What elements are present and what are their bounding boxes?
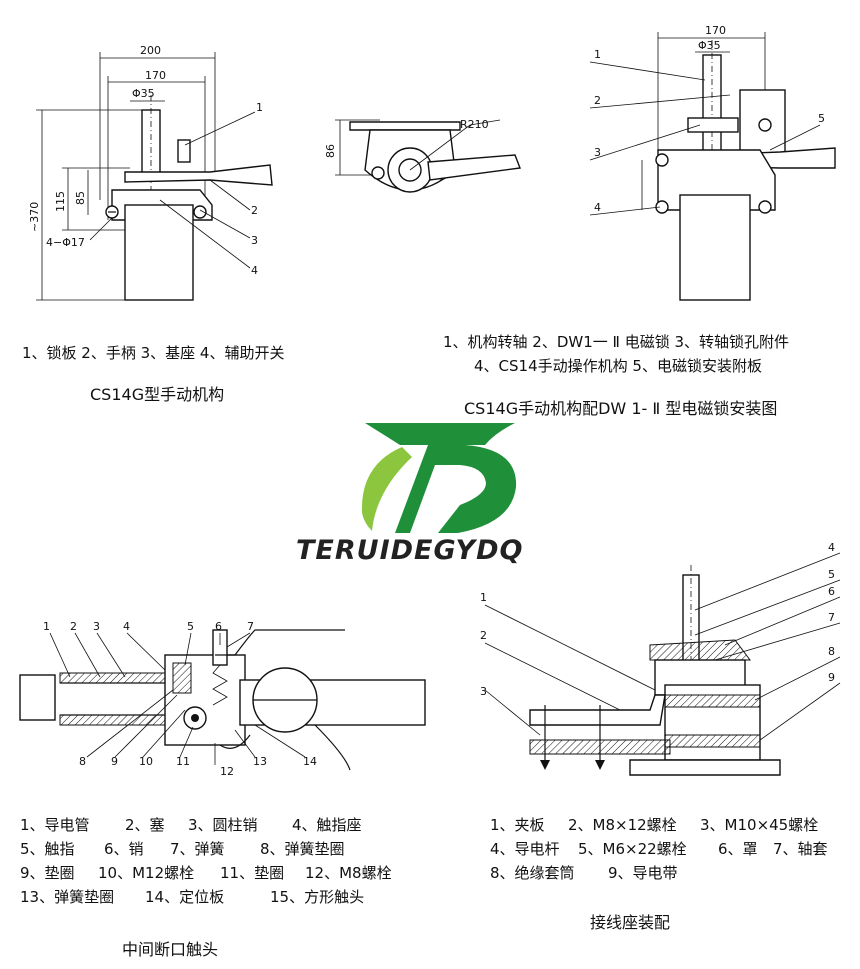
fig3-callout-4: 4 bbox=[594, 201, 601, 214]
fig3-legend-line2: 4、CS14手动操作机构 5、电磁锁安装附板 bbox=[474, 357, 762, 375]
figure-middle-break-contact: 1 2 3 4 5 6 7 8 9 10 11 12 13 bbox=[15, 615, 430, 780]
fig4-callout-14: 14 bbox=[303, 755, 317, 768]
fig1-hole-label: 4−Φ17 bbox=[46, 236, 85, 249]
middle-break-drawing: 1 2 3 4 5 6 7 8 9 10 11 12 13 bbox=[19, 620, 426, 778]
fig4-caption: 中间断口触头 bbox=[122, 940, 219, 959]
fig4-legend-item: 11、垫圈 bbox=[220, 864, 285, 882]
dim-85: 85 bbox=[74, 191, 87, 205]
fig4-callout-5: 5 bbox=[187, 620, 194, 633]
fig5-caption: 接线座装配 bbox=[590, 913, 671, 932]
fig4-callout-8: 8 bbox=[79, 755, 86, 768]
fig1-callout-1: 1 bbox=[256, 101, 263, 114]
fig5-callout-8: 8 bbox=[828, 645, 835, 658]
fig5-callout-4: 4 bbox=[828, 541, 835, 554]
fig1-callout-2: 2 bbox=[251, 204, 258, 217]
fig4-callout-1: 1 bbox=[43, 620, 50, 633]
cs14g-dw1-drawing: 170 Φ35 1 2 3 4 5 bbox=[589, 24, 836, 301]
figure-cs14g-mechanism: 200 170 Φ35 ~370 115 85 1 bbox=[0, 0, 300, 320]
fig5-legend-item: 8、绝缘套筒 bbox=[490, 864, 575, 882]
fig3-callout-1: 1 bbox=[594, 48, 601, 61]
fig5-callout-7: 7 bbox=[828, 611, 835, 624]
fig4-legend-item: 5、触指 bbox=[20, 840, 75, 858]
fig4-legend-item: 4、触指座 bbox=[292, 816, 362, 834]
fig3-dim-170: 170 bbox=[705, 24, 726, 37]
fig1-legend: 1、锁板 2、手柄 3、基座 4、辅助开关 bbox=[22, 344, 285, 362]
fig4-callout-7: 7 bbox=[247, 620, 254, 633]
fig5-callout-3: 3 bbox=[480, 685, 487, 698]
fig3-callout-2: 2 bbox=[594, 94, 601, 107]
fig4-legend-item: 13、弹簧垫圈 bbox=[20, 888, 115, 906]
dim-115: 115 bbox=[54, 191, 67, 212]
fig5-legend-item: 9、导电带 bbox=[608, 864, 678, 882]
fig5-legend-item: 3、M10×45螺栓 bbox=[700, 816, 819, 834]
fig4-callout-2: 2 bbox=[70, 620, 77, 633]
fig4-legend-item: 15、方形触头 bbox=[270, 888, 365, 906]
fig4-legend-item: 6、销 bbox=[104, 840, 144, 858]
fig4-callout-10: 10 bbox=[139, 755, 153, 768]
fig5-legend-item: 4、导电杆 bbox=[490, 840, 560, 858]
fig1-callout-3: 3 bbox=[251, 234, 258, 247]
fig3-callout-5: 5 bbox=[818, 112, 825, 125]
fig4-legend-item: 12、M8螺栓 bbox=[305, 864, 392, 882]
fig4-callout-3: 3 bbox=[93, 620, 100, 633]
fig5-legend-item: 5、M6×22螺栓 bbox=[578, 840, 687, 858]
fig3-caption: CS14G手动机构配DW 1- Ⅱ 型电磁锁安装图 bbox=[464, 399, 778, 418]
top-view-drawing: 86 R210 bbox=[324, 118, 521, 193]
fig4-bottom-callouts: 8 9 10 11 12 13 14 bbox=[79, 689, 317, 778]
dim-phi35: Φ35 bbox=[132, 87, 155, 100]
fig4-top-callouts: 1 2 3 4 5 6 7 bbox=[43, 620, 254, 678]
dim-200: 200 bbox=[140, 44, 161, 57]
dim-170: 170 bbox=[145, 69, 166, 82]
fig3-callout-3: 3 bbox=[594, 146, 601, 159]
cs14g-drawing: 200 170 Φ35 ~370 115 85 1 bbox=[28, 44, 273, 301]
figure-cs14g-dw1-lock: 170 Φ35 1 2 3 4 5 bbox=[580, 0, 860, 320]
fig4-callout-6: 6 bbox=[215, 620, 222, 633]
fig4-legend-item: 14、定位板 bbox=[145, 888, 225, 906]
fig3-dim-phi35: Φ35 bbox=[698, 39, 721, 52]
fig4-legend-item: 7、弹簧 bbox=[170, 840, 225, 858]
fig5-callout-9: 9 bbox=[828, 671, 835, 684]
figure-top-view: 86 R210 bbox=[310, 100, 530, 220]
terminal-assembly-drawing: 1 2 3 4 5 6 7 8 9 bbox=[480, 541, 841, 776]
fig5-callout-1: 1 bbox=[480, 591, 487, 604]
fig5-legend-item: 2、M8×12螺栓 bbox=[568, 816, 677, 834]
fig5-legend-item: 6、罩 bbox=[718, 840, 758, 858]
fig4-callout-11: 11 bbox=[176, 755, 190, 768]
fig4-callout-4: 4 bbox=[123, 620, 130, 633]
fig4-legend-item: 8、弹簧垫圈 bbox=[260, 840, 345, 858]
figure-terminal-assembly: 1 2 3 4 5 6 7 8 9 bbox=[470, 535, 850, 780]
fig4-callout-12: 12 bbox=[220, 765, 234, 778]
fig4-legend-item: 10、M12螺栓 bbox=[98, 864, 195, 882]
fig5-callout-2: 2 bbox=[480, 629, 487, 642]
fig3-legend-line1: 1、机构转轴 2、DW1一 Ⅱ 电磁锁 3、转轴锁孔附件 bbox=[443, 333, 790, 351]
fig5-callout-5: 5 bbox=[828, 568, 835, 581]
fig1-caption: CS14G型手动机构 bbox=[90, 385, 225, 404]
logo-text: TERUIDEGYDQ bbox=[296, 535, 524, 566]
fig4-callout-13: 13 bbox=[253, 755, 267, 768]
dim-r210: R210 bbox=[460, 118, 489, 131]
dim-86: 86 bbox=[324, 144, 337, 158]
fig5-legend-item: 7、轴套 bbox=[773, 840, 828, 858]
fig5-legend-item: 1、夹板 bbox=[490, 816, 545, 834]
company-logo: TERUIDEGYDQ bbox=[290, 405, 580, 575]
fig4-legend-item: 1、导电管 bbox=[20, 816, 90, 834]
fig4-legend-item: 2、塞 bbox=[125, 816, 165, 834]
logo-mark bbox=[361, 423, 517, 533]
fig4-legend-item: 9、垫圈 bbox=[20, 864, 75, 882]
fig4-callout-9: 9 bbox=[111, 755, 118, 768]
fig5-callout-6: 6 bbox=[828, 585, 835, 598]
fig1-callout-4: 4 bbox=[251, 264, 258, 277]
dim-370: ~370 bbox=[28, 202, 41, 232]
fig4-legend-item: 3、圆柱销 bbox=[188, 816, 258, 834]
